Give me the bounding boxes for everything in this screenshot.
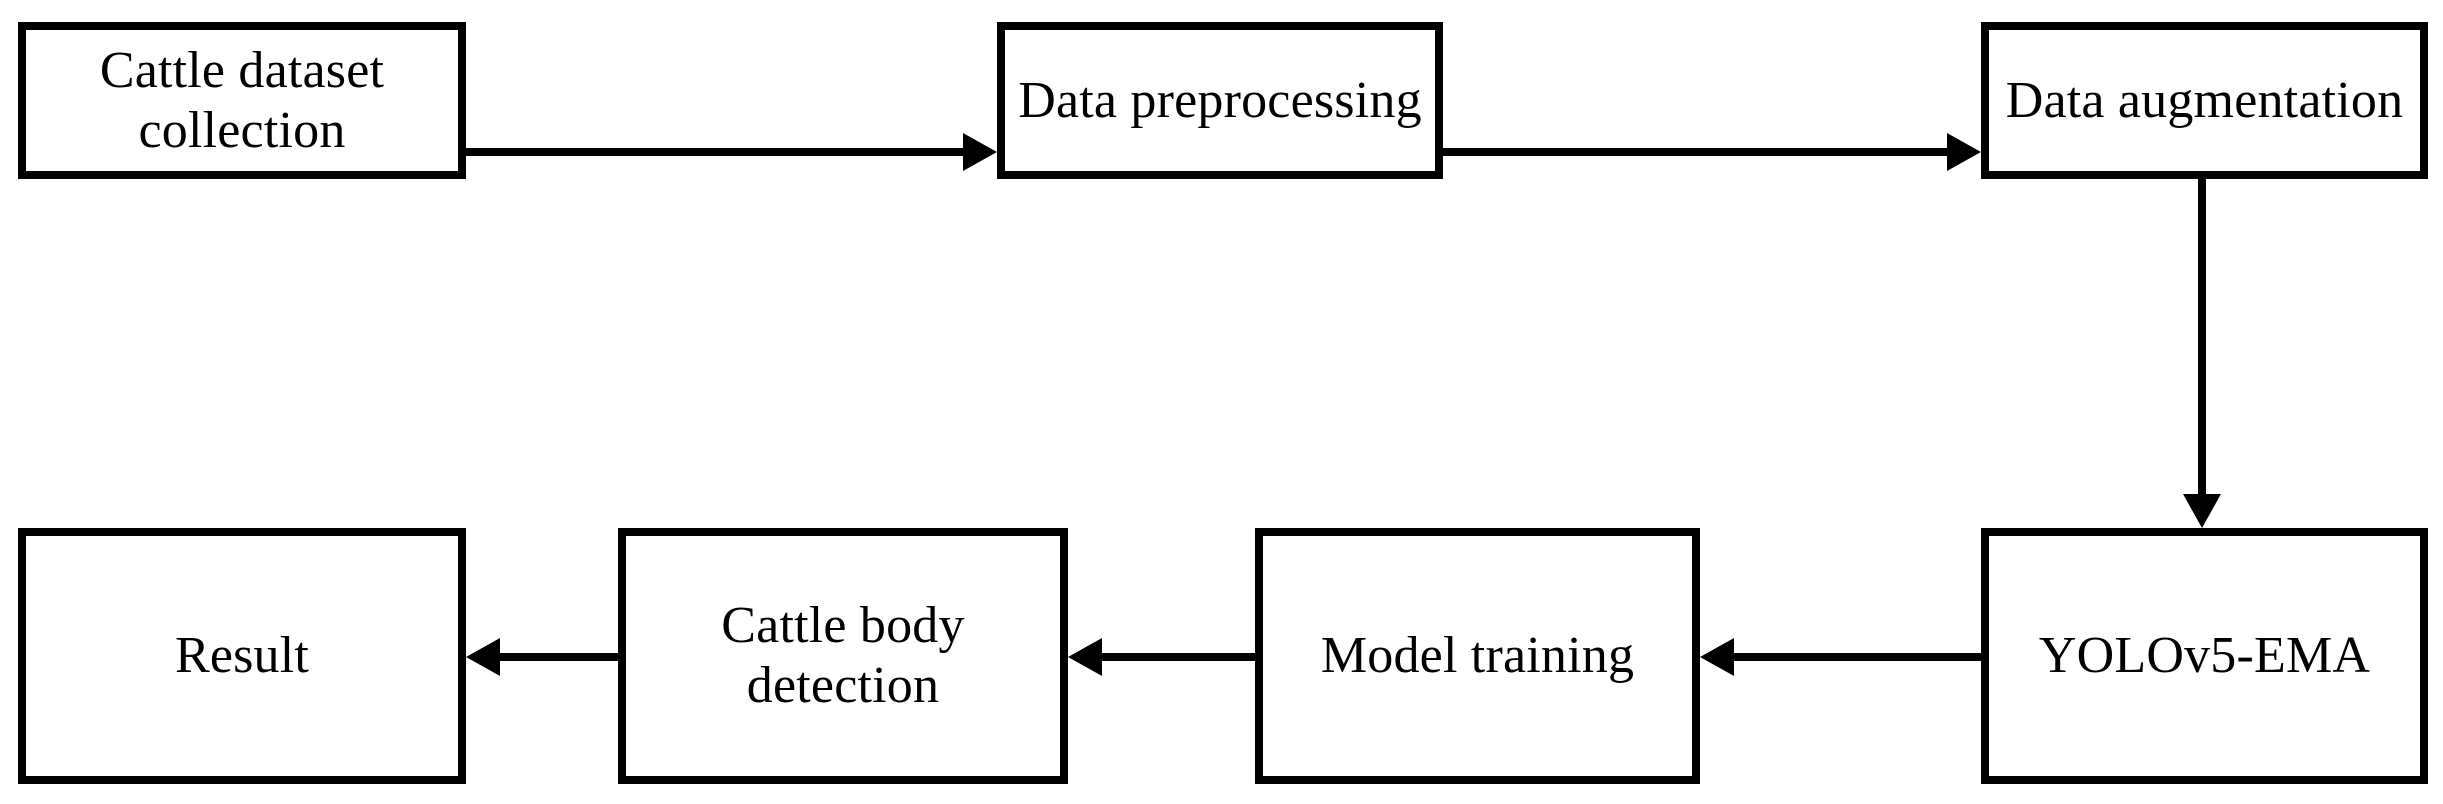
- edge-detection-to-result: [466, 638, 618, 676]
- edge-line: [1443, 148, 1947, 156]
- edge-training-to-detection: [1068, 638, 1255, 676]
- node-label: Data preprocessing: [1018, 71, 1422, 129]
- node-label: Model training: [1320, 627, 1635, 685]
- edge-line: [1102, 653, 1255, 661]
- edge-line: [500, 653, 618, 661]
- arrowhead-right-icon: [963, 133, 997, 171]
- arrowhead-right-icon: [1947, 133, 1981, 171]
- node-data-preprocessing[interactable]: Data preprocessing: [997, 22, 1443, 179]
- node-label: Cattle dataset collection: [99, 41, 385, 159]
- node-cattle-dataset-collection[interactable]: Cattle dataset collection: [18, 22, 466, 179]
- node-yolov5-ema[interactable]: YOLOv5-EMA: [1981, 528, 2428, 784]
- edge-collection-to-preprocessing: [466, 133, 997, 171]
- edge-line: [466, 148, 963, 156]
- edge-augmentation-to-yolov5: [2183, 179, 2221, 528]
- node-label: YOLOv5-EMA: [2038, 627, 2371, 685]
- edge-line: [1734, 653, 1981, 661]
- edge-yolov5-to-training: [1700, 638, 1981, 676]
- edge-preprocessing-to-augmentation: [1443, 133, 1981, 171]
- node-label: Cattle body detection: [721, 597, 965, 714]
- arrowhead-left-icon: [1700, 638, 1734, 676]
- arrowhead-left-icon: [466, 638, 500, 676]
- node-result[interactable]: Result: [18, 528, 466, 784]
- node-label: Data augmentation: [2005, 71, 2404, 129]
- arrowhead-down-icon: [2183, 494, 2221, 528]
- node-label: Result: [174, 627, 310, 685]
- edge-line: [2198, 179, 2206, 494]
- node-model-training[interactable]: Model training: [1255, 528, 1700, 784]
- node-cattle-body-detection[interactable]: Cattle body detection: [618, 528, 1068, 784]
- arrowhead-left-icon: [1068, 638, 1102, 676]
- node-data-augmentation[interactable]: Data augmentation: [1981, 22, 2428, 179]
